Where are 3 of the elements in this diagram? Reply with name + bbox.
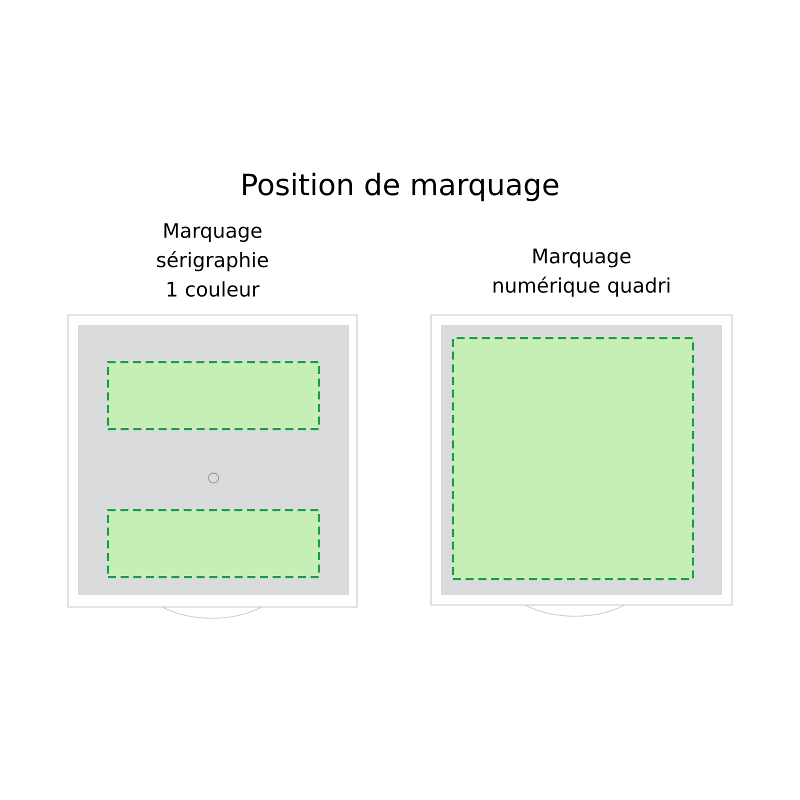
heading: Marquage sérigraphie 1 couleur	[157, 223, 268, 297]
title: Position de marquage	[243, 172, 558, 202]
heading: Marquage numérique quadri	[494, 248, 670, 297]
